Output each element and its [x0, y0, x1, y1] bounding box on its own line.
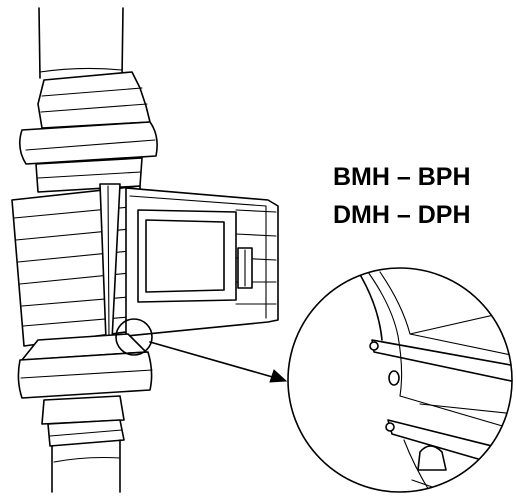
model-label-line-2: DMH – DPH: [333, 201, 471, 229]
magnified-detail: [287, 267, 513, 493]
detail-marker-circle: [115, 318, 153, 356]
upper-union: [18, 71, 158, 193]
callout-arrow: [149, 341, 288, 383]
pipe-lower: [47, 419, 125, 493]
lower-union: [17, 333, 153, 425]
indicator-housing: [125, 187, 279, 337]
pipe-upper: [38, 7, 124, 79]
model-label-line-1: BMH – BPH: [333, 163, 471, 191]
meter-body: [11, 185, 141, 347]
